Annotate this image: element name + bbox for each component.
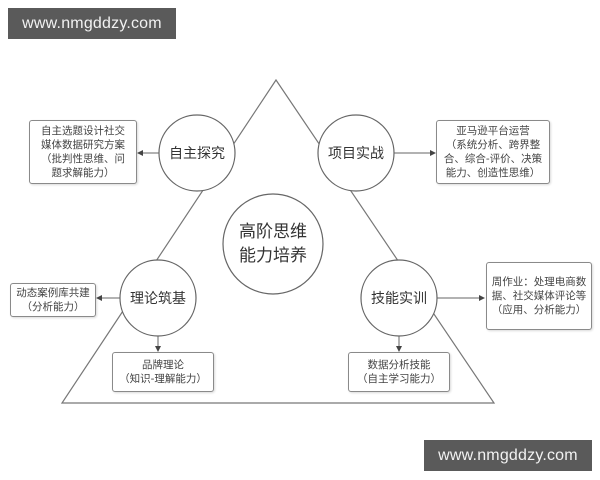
box-text-line: （自主学习能力） <box>357 373 441 385</box>
node-label-bottom-right: 技能实训 <box>371 291 427 307</box>
box-bottom-right-down: 数据分析技能 （自主学习能力） <box>348 352 450 392</box>
box-bottom-right-side: 周作业：处理电商数 据、社交媒体评论等 （应用、分析能力） <box>486 262 592 330</box>
box-text-line: 动态案例库共建 <box>16 287 90 299</box>
watermark-bottom: www.nmgddzy.com <box>424 440 592 471</box>
box-text-line: 媒体数据研究方案 <box>41 139 125 151</box>
box-text-line: （系统分析、跨界整 <box>445 139 541 151</box>
box-text-line: 能力、创造性思维） <box>445 167 541 179</box>
box-text-line: 自主选题设计社交 <box>41 125 125 137</box>
box-text-line: 数据分析技能 <box>367 359 431 371</box>
box-text-line: 品牌理论 <box>142 359 184 371</box>
box-text-line: （知识-理解能力） <box>119 373 207 385</box>
box-text-line: 题求解能力） <box>51 167 115 179</box>
box-bottom-left-down: 品牌理论 （知识-理解能力） <box>112 352 214 392</box>
node-label-top-right: 项目实战 <box>328 146 384 162</box>
watermark-top: www.nmgddzy.com <box>8 8 176 39</box>
box-text-line: 据、社交媒体评论等 <box>491 290 587 302</box>
center-label: 高阶思维 能力培养 <box>223 218 323 270</box>
circle-center <box>222 193 324 295</box>
box-top-right: 亚马逊平台运营 （系统分析、跨界整 合、综合-评价、决策 能力、创造性思维） <box>436 120 550 184</box>
node-label-top-left: 自主探究 <box>169 146 225 162</box>
box-text-line: （批判性思维、问 <box>41 153 125 165</box>
center-label-line2: 能力培养 <box>239 246 307 266</box>
triangle-frame <box>60 78 496 404</box>
box-bottom-left-side: 动态案例库共建 （分析能力） <box>10 283 96 317</box>
box-text-line: 周作业：处理电商数 <box>491 276 587 288</box>
node-label-bottom-left: 理论筑基 <box>130 291 186 307</box>
box-top-left: 自主选题设计社交 媒体数据研究方案 （批判性思维、问 题求解能力） <box>29 120 137 184</box>
center-label-line1: 高阶思维 <box>239 222 307 242</box>
box-text-line: （分析能力） <box>21 301 85 313</box>
box-text-line: 合、综合-评价、决策 <box>443 153 543 165</box>
box-text-line: （应用、分析能力） <box>491 304 587 316</box>
box-text-line: 亚马逊平台运营 <box>456 125 530 137</box>
